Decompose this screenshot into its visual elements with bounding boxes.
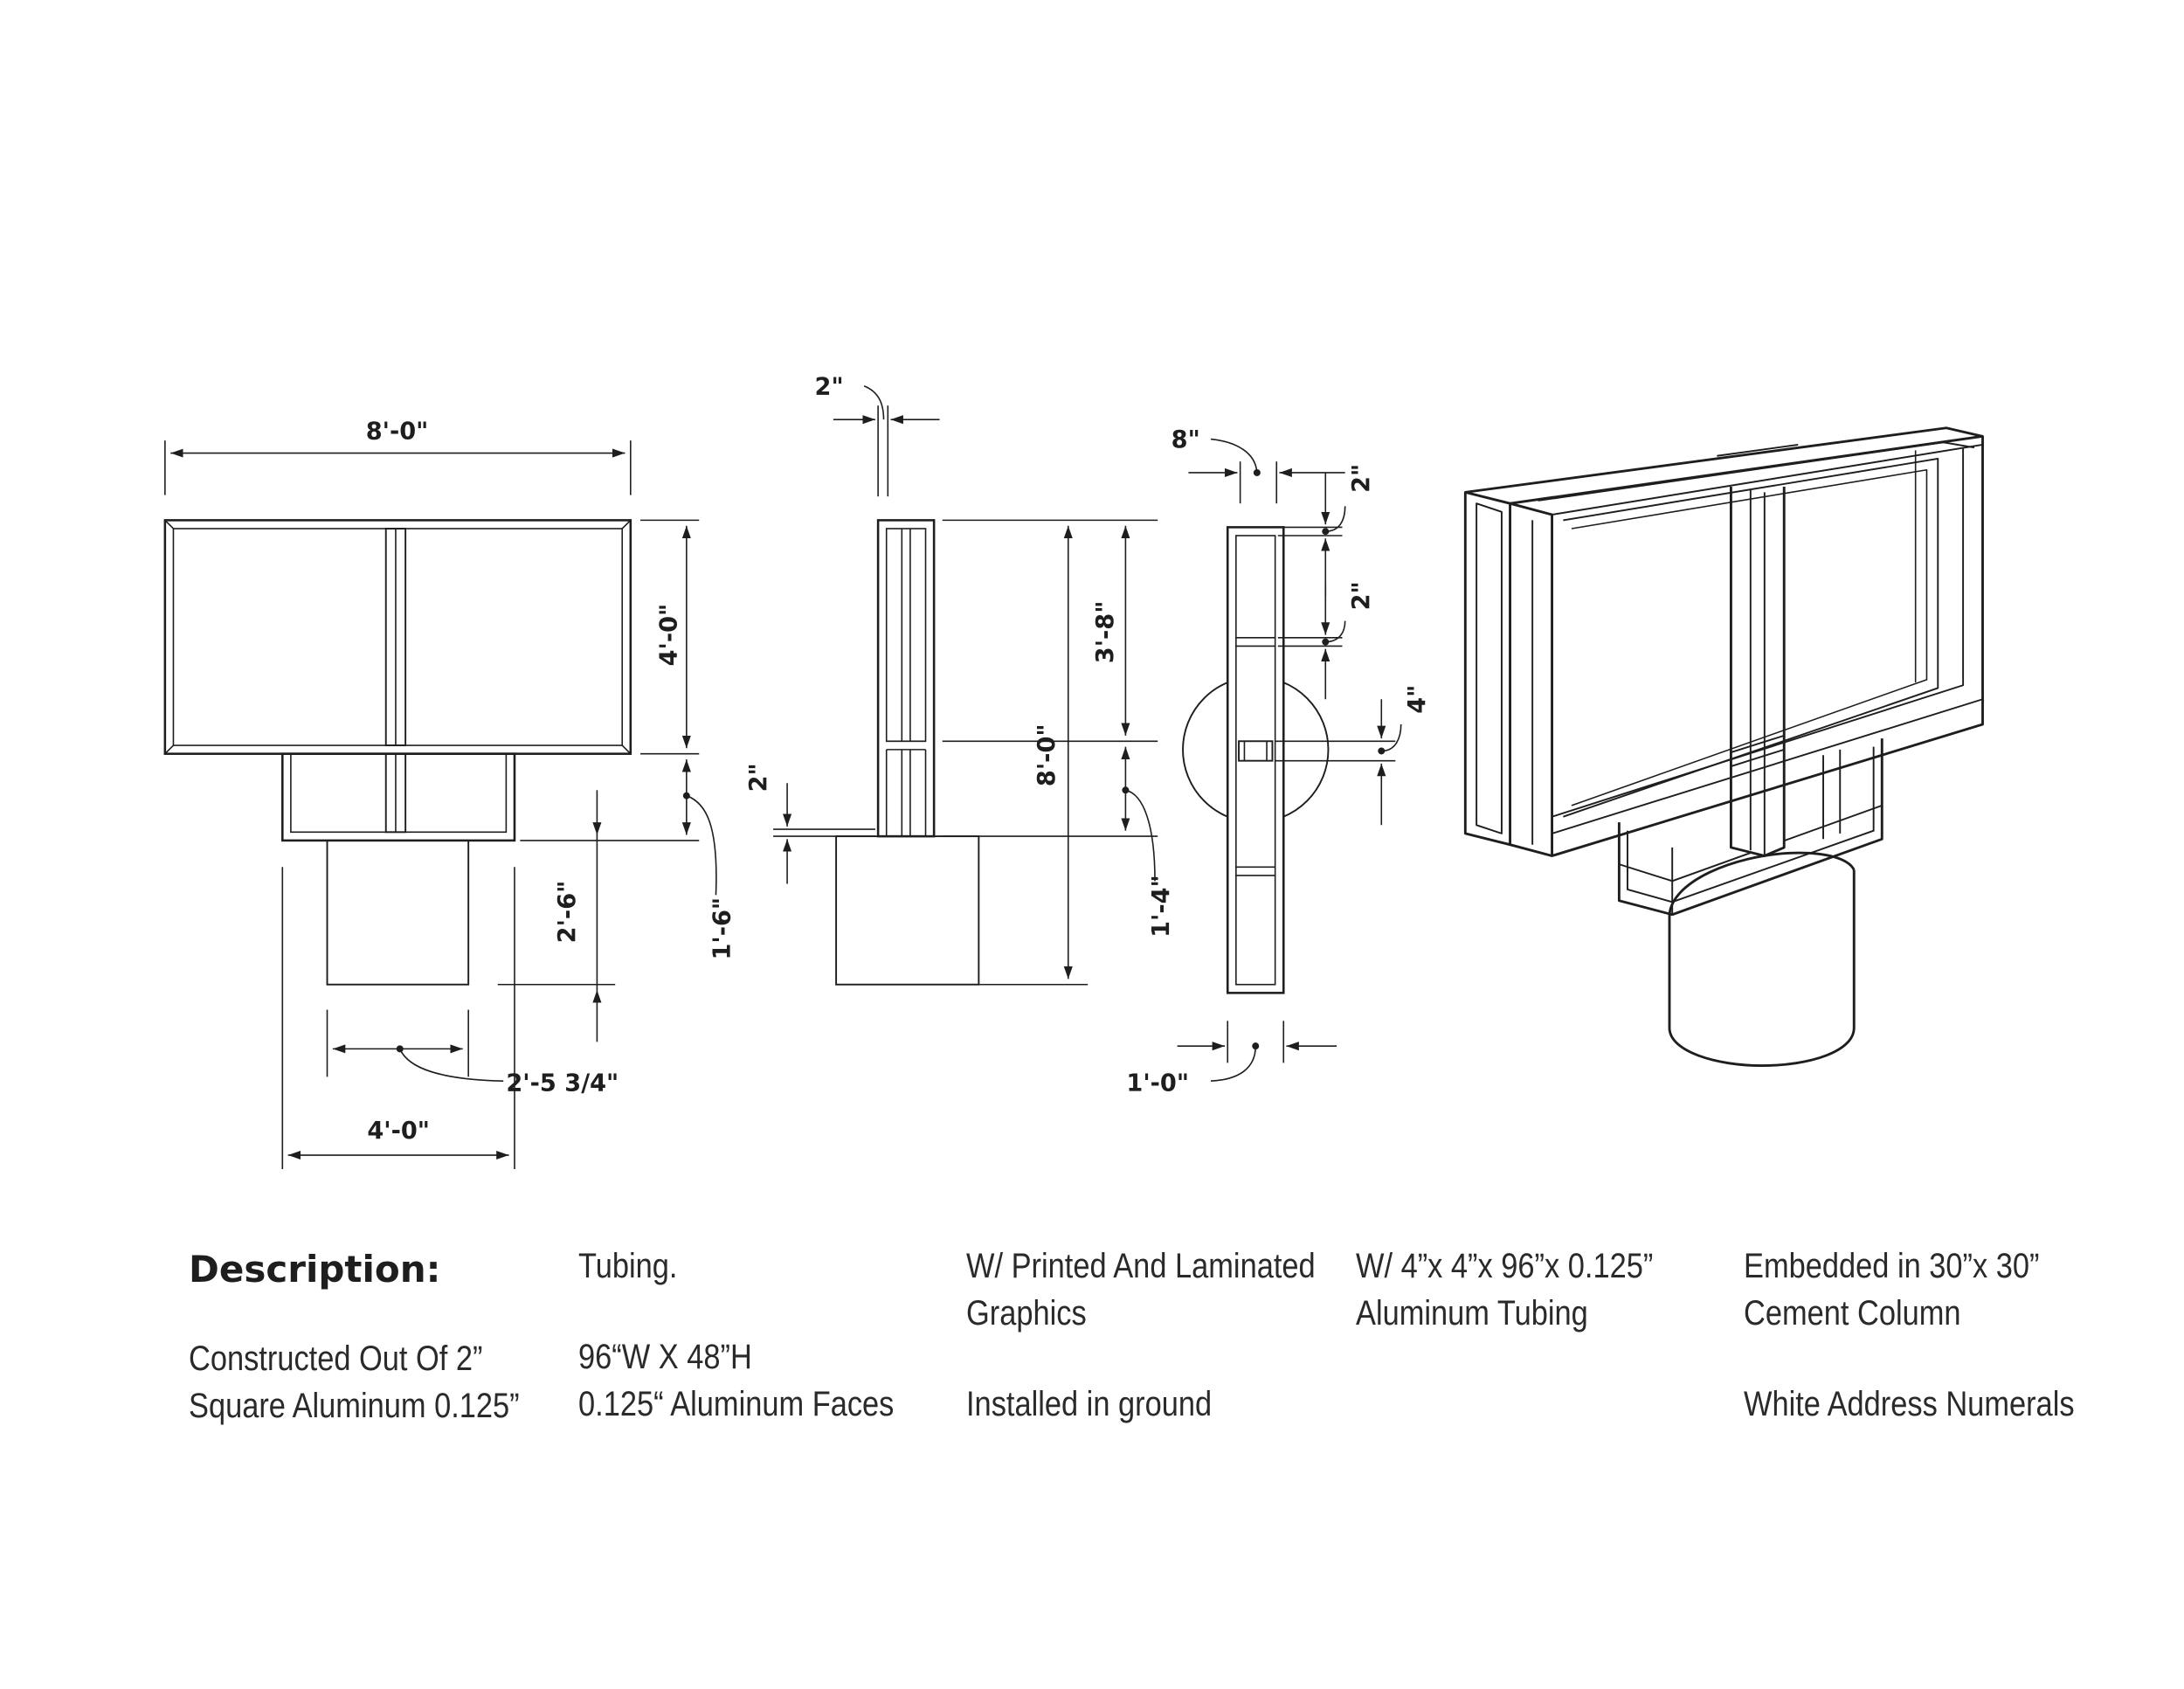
dim-side-base-tube: 2"	[745, 763, 772, 792]
dim-plan-post: 4"	[1404, 685, 1431, 714]
dim-plan-tube-2: 2"	[1348, 581, 1375, 610]
dim-front-column-width: 2'-5 3/4"	[506, 1069, 619, 1097]
dim-front-base-width: 4'-0"	[367, 1118, 430, 1145]
dim-front-width: 8'-0"	[366, 419, 429, 446]
dim-side-cabinet-height: 3'-8"	[1092, 601, 1119, 664]
dim-side-total-height: 8'-0"	[1033, 723, 1061, 786]
front-dimension-labels: 8'-0" 4'-0" 1'-6" 2'-6" 2'-5 3/4" 4'-0"	[366, 419, 736, 1145]
side-elevation	[835, 519, 980, 986]
dim-plan-tube-1: 2"	[1348, 464, 1375, 493]
dim-front-cabinet-height: 4'-0"	[656, 604, 683, 667]
side-dimension-labels: 2" 3'-8" 8'-0" 2" 1'-4"	[745, 373, 1175, 938]
dim-side-base-frame-height: 1'-4"	[1148, 875, 1175, 938]
dim-side-tube-depth: 2"	[815, 373, 844, 400]
plan-dimension-labels: 8" 2" 2" 4" 1'-0"	[1126, 426, 1431, 1097]
dim-front-base-frame-height: 1'-6"	[708, 897, 736, 960]
isometric-view	[1463, 426, 1984, 1068]
side-dimensions	[773, 384, 1158, 986]
dim-front-column-height: 2'-6"	[554, 881, 581, 944]
front-elevation	[163, 519, 632, 986]
plan-view	[1182, 526, 1330, 994]
dim-plan-depth: 1'-0"	[1126, 1069, 1189, 1097]
front-dimensions	[164, 440, 717, 1170]
plan-dimensions	[1177, 438, 1402, 1082]
dim-plan-offset: 8"	[1171, 426, 1200, 453]
